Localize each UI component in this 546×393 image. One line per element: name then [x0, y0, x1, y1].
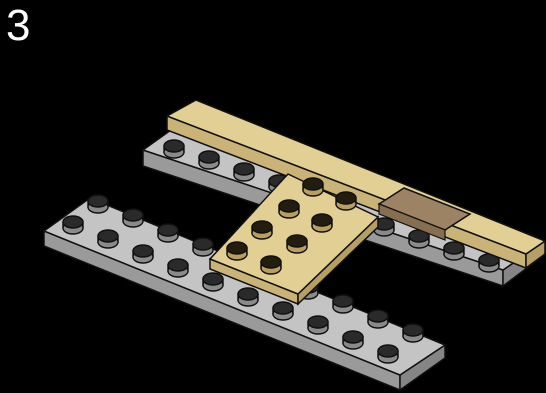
- lego-instruction-scene: [0, 0, 546, 393]
